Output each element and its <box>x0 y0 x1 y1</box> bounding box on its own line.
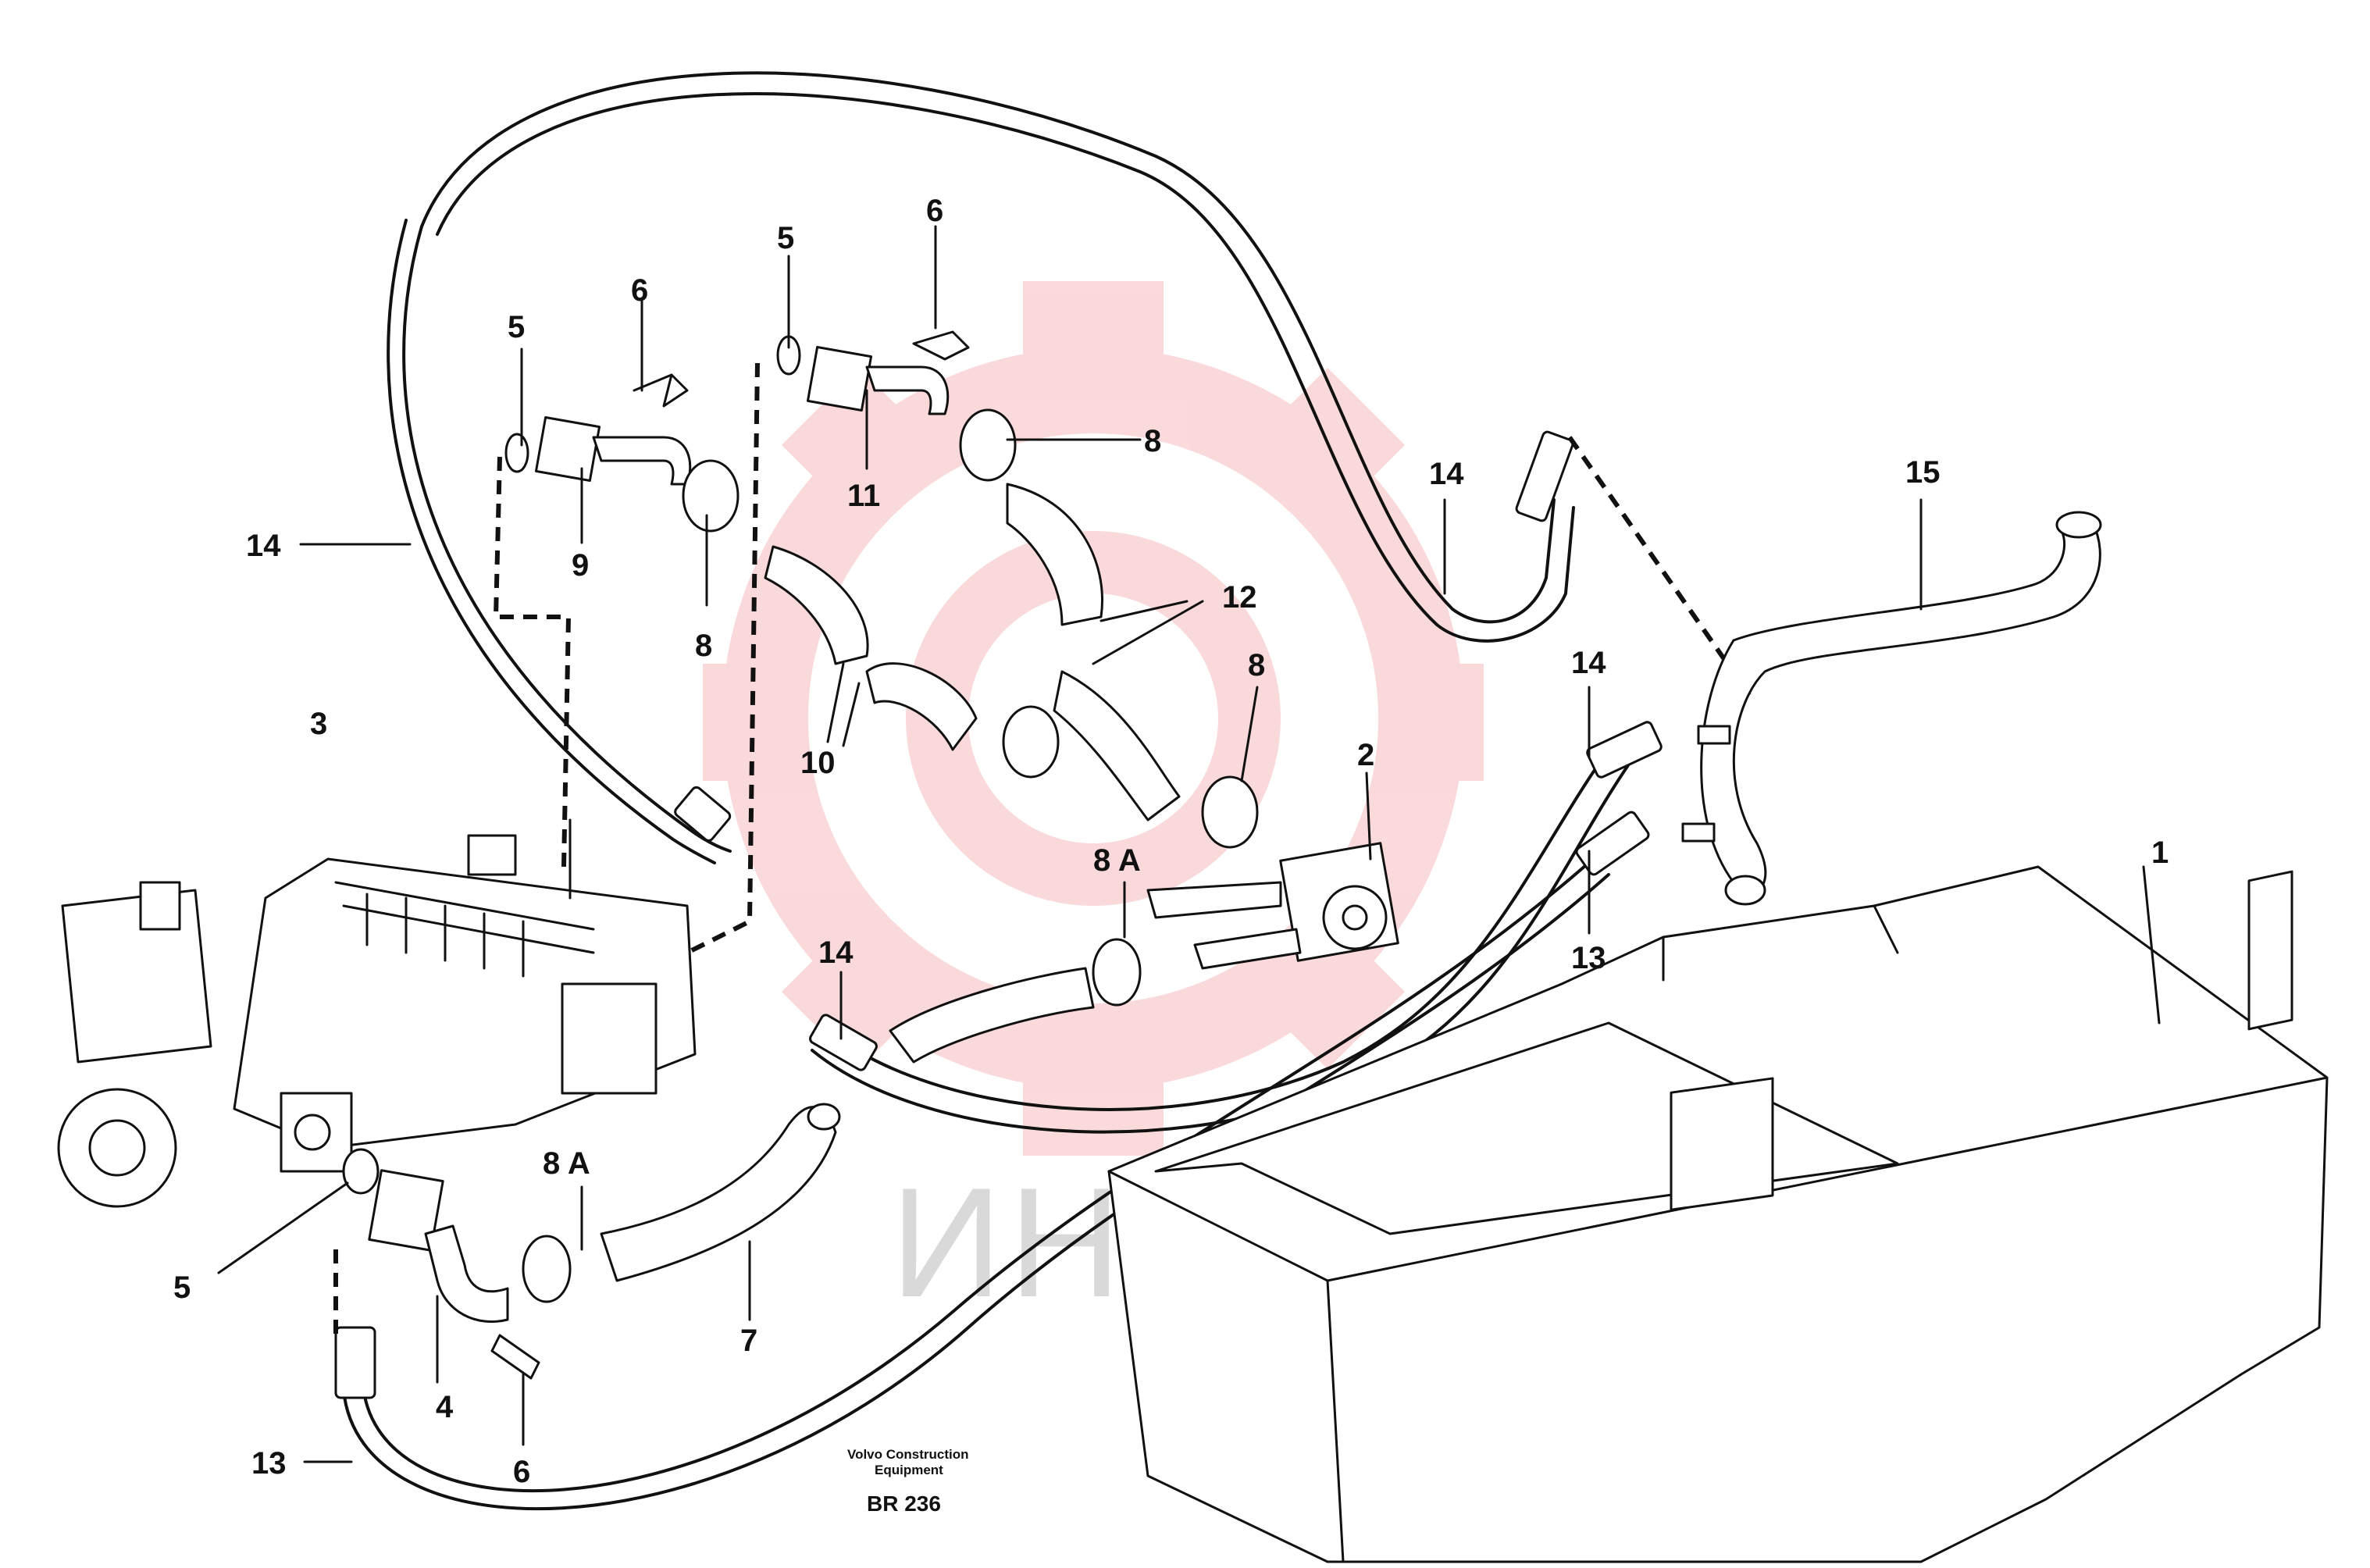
pipe-assembly-11 <box>776 330 1259 849</box>
callouts: 1 2 3 4 5 5 5 6 6 6 7 8 8 8 8 A 8 A 9 10… <box>173 194 2169 1489</box>
callout-6-mid: 6 <box>926 194 943 228</box>
callout-3: 3 <box>310 707 327 741</box>
callout-1: 1 <box>2151 836 2169 870</box>
callout-15: 15 <box>1905 455 1941 490</box>
callout-12: 12 <box>1222 580 1257 615</box>
callout-8-top: 8 <box>1144 424 1161 458</box>
callout-6-left: 6 <box>631 273 648 308</box>
callout-8-left: 8 <box>695 629 712 663</box>
callout-9: 9 <box>572 548 589 583</box>
callout-5-bottom: 5 <box>173 1270 191 1305</box>
fuel-tank <box>1107 865 2329 1563</box>
dashed-connectors <box>333 362 1752 1343</box>
callout-14-bottom: 14 <box>818 935 854 970</box>
callout-14-right: 14 <box>1571 646 1606 680</box>
callout-10: 10 <box>800 746 836 780</box>
callout-5-mid: 5 <box>777 221 794 255</box>
pipe-assembly-9 <box>504 373 869 665</box>
callout-13-bottom: 13 <box>251 1446 287 1481</box>
callout-7: 7 <box>740 1324 757 1358</box>
credit-line-1: Volvo Construction <box>847 1447 969 1462</box>
callout-8A-bottom: 8 A <box>543 1146 590 1181</box>
hoses <box>334 71 1663 1511</box>
credit-line-2: Equipment <box>875 1463 943 1477</box>
callout-14-top: 14 <box>1429 457 1464 491</box>
callout-13-right: 13 <box>1571 941 1606 975</box>
callout-8-right: 8 <box>1248 648 1265 682</box>
pipe-15 <box>1681 511 2102 906</box>
leader-lines <box>217 225 2161 1463</box>
callout-11: 11 <box>847 479 880 513</box>
callout-4: 4 <box>436 1390 454 1424</box>
callout-6-bottom: 6 <box>513 1455 530 1489</box>
callout-14-left: 14 <box>246 529 281 563</box>
callout-8A-mid: 8 A <box>1093 843 1141 878</box>
drawing-code: BR 236 <box>867 1491 941 1516</box>
callout-2: 2 <box>1357 738 1374 772</box>
bracket-2 <box>889 842 1399 1064</box>
callout-5-left: 5 <box>508 310 525 344</box>
pump-assembly <box>57 834 697 1208</box>
credit-block: Volvo Construction Equipment BR 236 <box>847 1447 969 1516</box>
lower-assembly <box>342 1103 841 1380</box>
